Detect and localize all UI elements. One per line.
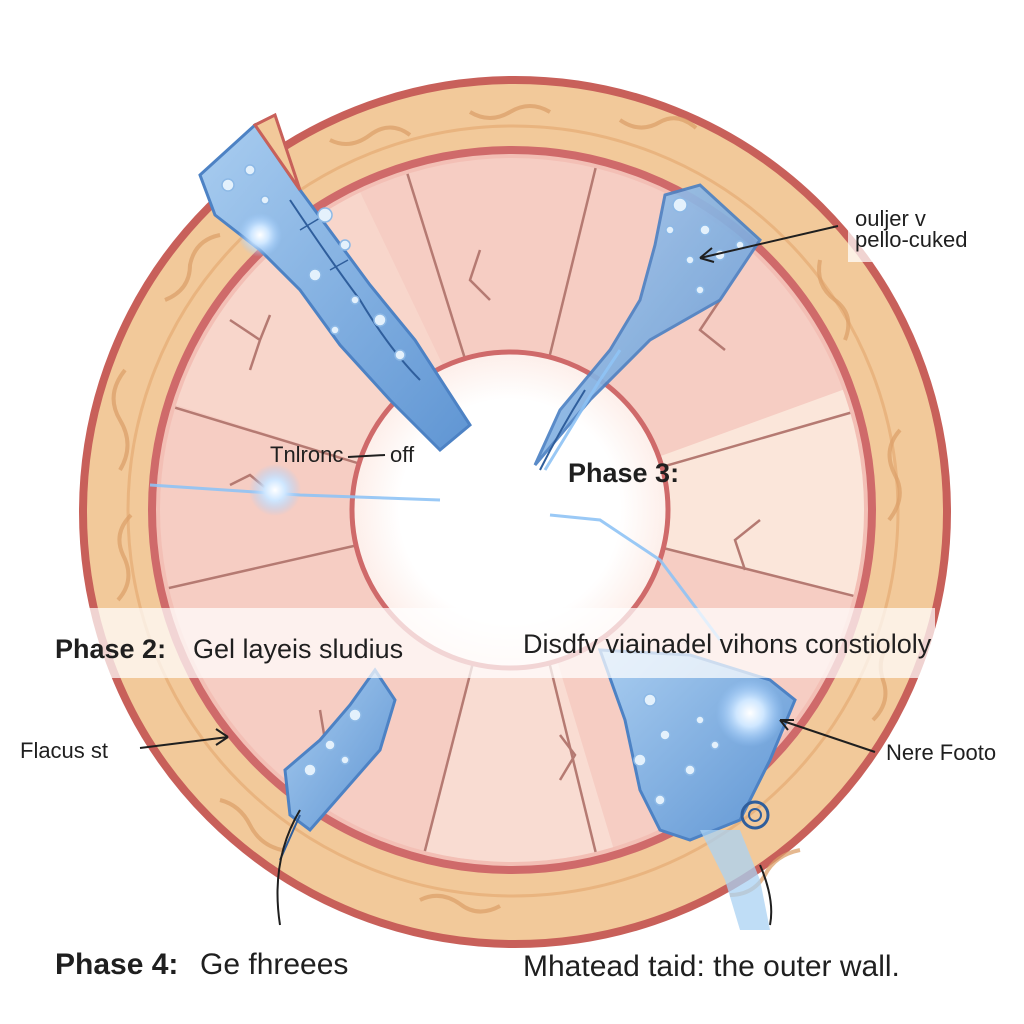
fluid-bubbles [221, 164, 745, 806]
spark-top-left [238, 213, 282, 257]
label-left-mid-suffix: off [390, 442, 415, 467]
label-phase3: Phase 3: [568, 458, 680, 488]
label-left-lower: Flacus st [20, 738, 109, 763]
vessel-cross-section [740, 800, 770, 830]
label-band-middle [40, 608, 935, 678]
pointer-bottom-right [759, 864, 773, 926]
label-phase2-text: Gel layeis sludius [193, 634, 404, 664]
spark-left [249, 464, 301, 516]
label-top-right-line1: ouljer v [855, 206, 926, 231]
pointer-right-lower [779, 719, 876, 753]
label-phase4-text: Ge fhreees [200, 948, 349, 981]
label-right-lower: Nere Footo [886, 740, 997, 765]
label-bottom-right: Mhatead taid: the outer wall. [523, 950, 900, 983]
label-top-right-line2: pello-cuked [855, 227, 968, 252]
label-right-band: Disdfv viainadel vihons constiololy [523, 629, 932, 659]
label-left-mid: Tnlronc [270, 442, 344, 467]
label-band-top-right [848, 200, 1024, 262]
pointer-left-mid [347, 454, 386, 458]
pointer-top-right [699, 225, 839, 259]
pointer-lines [139, 225, 876, 926]
spark-right [716, 679, 784, 747]
pointer-bottom-left [276, 809, 301, 926]
label-phase4-title: Phase 4: [55, 948, 179, 981]
label-phase2-title: Phase 2: [55, 634, 167, 664]
outer-wall-inner-edge [126, 124, 900, 898]
pointer-left-lower [139, 736, 229, 749]
